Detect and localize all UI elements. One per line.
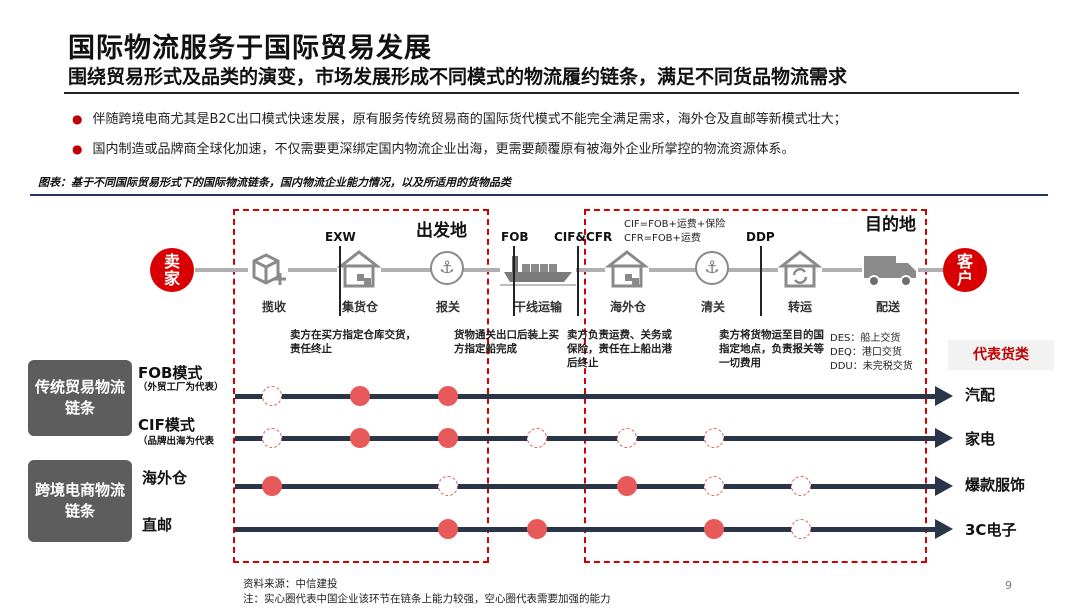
bullet-2: ●国内制造或品牌商全球化加速，不仅需要更深绑定国内物流企业出海，更需要颠覆原有被… xyxy=(72,142,795,157)
dot-fob-pickup xyxy=(262,386,282,406)
dot-cif-clearance xyxy=(704,428,724,448)
mode-cif-note: （品牌出海为代表 xyxy=(138,436,215,447)
term-exw: EXW xyxy=(325,230,356,244)
bullet-1: ●伴随跨境电商尤其是B2C出口模式快速发展，原有服务传统贸易商的国际货代模式不能… xyxy=(72,112,847,127)
page-number: 9 xyxy=(1005,579,1012,592)
dot-ow-overseas-warehouse xyxy=(617,476,637,496)
mode-fob-note: （外贸工厂为代表） xyxy=(138,382,224,393)
dot-fob-customs xyxy=(438,386,458,406)
goods-fashion: 爆款服饰 xyxy=(965,476,1026,494)
term-ddp: DDP xyxy=(746,230,775,244)
source-note: 资料来源：中信建投 xyxy=(243,578,338,590)
caption-divider xyxy=(30,194,1048,196)
dot-ow-transfer xyxy=(791,476,811,496)
legend-note: 注：实心圈代表中国企业该环节在链条上能力较强，空心圈代表需要加强的能力 xyxy=(243,593,611,605)
lane-cif xyxy=(235,436,935,441)
transfer-house-icon xyxy=(777,248,823,290)
destination-region xyxy=(584,209,927,563)
ddp-marker xyxy=(760,246,762,316)
page-subtitle: 围绕贸易形式及品类的演变，市场发展形成不同模式的物流履约链条，满足不同货品物流需… xyxy=(68,66,848,88)
lane-cif-arrow-icon xyxy=(935,428,953,448)
step-label-line-haul: 干线运输 xyxy=(513,300,562,314)
mode-direct-mail: 直邮 xyxy=(142,516,173,534)
dot-dm-transfer xyxy=(791,519,811,539)
lane-direct-mail-arrow-icon xyxy=(935,519,953,539)
category-cross-border: 跨境电商物流链条 xyxy=(28,460,132,542)
origin-region xyxy=(233,209,489,563)
goods-electronics: 3C电子 xyxy=(965,521,1017,539)
step-label-delivery: 配送 xyxy=(875,300,900,314)
dot-fob-consolidation xyxy=(350,386,370,406)
overseas-warehouse-icon xyxy=(604,248,650,290)
exw-marker xyxy=(339,246,341,316)
dot-ow-clearance xyxy=(704,476,724,496)
step-label-overseas-warehouse: 海外仓 xyxy=(609,300,646,314)
exw-description: 卖方在买方指定仓库交货，责任终止 xyxy=(290,329,416,355)
goods-auto-parts: 汽配 xyxy=(965,386,996,404)
incoterm-des: DES：船上交货 xyxy=(830,333,901,344)
dot-cif-customs xyxy=(438,428,458,448)
lane-overseas-warehouse-arrow-icon xyxy=(935,476,953,496)
goods-appliances: 家电 xyxy=(965,430,996,448)
cif-description: 卖方负责运费、关务或保险，责任在上船出港后终止 xyxy=(567,329,672,369)
term-cif-cfr: CIF&CFR xyxy=(554,230,613,244)
ddp-description: 卖方将货物运至目的国指定地点，负责报关等一切费用 xyxy=(719,329,824,369)
incoterm-ddu: DDU：未完税交货 xyxy=(830,361,913,372)
anchor-icon: ⚓ xyxy=(430,251,464,285)
fob-description: 货物通关出口后装上买方指定船完成 xyxy=(454,329,559,355)
title-divider xyxy=(64,92,1019,94)
incoterm-deq: DEQ：港口交货 xyxy=(830,347,902,358)
dot-dm-line-haul xyxy=(527,519,547,539)
dot-dm-clearance xyxy=(704,519,724,539)
step-label-consolidation: 集货仓 xyxy=(341,300,378,314)
warehouse-icon xyxy=(336,248,382,290)
mode-fob: FOB模式 xyxy=(138,364,203,382)
lane-fob-arrow-icon xyxy=(935,386,953,406)
dot-cif-pickup xyxy=(262,428,282,448)
lane-fob xyxy=(235,394,935,399)
dot-cif-consolidation xyxy=(350,428,370,448)
bullet-dot-icon: ● xyxy=(72,112,83,126)
category-traditional: 传统贸易物流链条 xyxy=(28,360,132,436)
figure-caption: 图表：基于不同国际贸易形式下的国际物流链条，国内物流企业能力情况，以及所适用的货… xyxy=(38,176,511,189)
step-label-transfer: 转运 xyxy=(787,300,812,314)
seller-badge: 卖家 xyxy=(150,248,194,292)
customer-badge: 客户 xyxy=(943,248,987,292)
goods-header: 代表货类 xyxy=(948,340,1054,370)
lane-direct-mail xyxy=(235,527,935,532)
destination-region-title: 目的地 xyxy=(865,215,916,235)
dot-cif-overseas-warehouse xyxy=(617,428,637,448)
cif-marker xyxy=(577,246,579,316)
truck-icon xyxy=(862,252,918,288)
dot-ow-pickup xyxy=(262,476,282,496)
cif-definition: CIF=FOB+运费+保险 xyxy=(624,219,726,230)
step-label-clearance: 清关 xyxy=(700,300,725,314)
lane-overseas-warehouse xyxy=(235,484,935,489)
dot-dm-customs xyxy=(438,519,458,539)
cfr-definition: CFR=FOB+运费 xyxy=(624,233,701,244)
step-label-export-customs: 报关 xyxy=(435,300,460,314)
ship-icon xyxy=(500,252,576,288)
origin-region-title: 出发地 xyxy=(416,221,467,241)
mode-cif: CIF模式 xyxy=(138,416,195,434)
step-label-pickup: 揽收 xyxy=(261,300,286,314)
fob-marker xyxy=(513,246,515,316)
box-plus-icon xyxy=(248,249,288,289)
dot-cif-line-haul xyxy=(527,428,547,448)
customs-anchor-icon: ⚓ xyxy=(695,251,729,285)
page-title: 国际物流服务于国际贸易发展 xyxy=(68,33,432,64)
dot-ow-customs xyxy=(438,476,458,496)
bullet-dot-icon: ● xyxy=(72,142,83,156)
mode-overseas-warehouse: 海外仓 xyxy=(142,469,188,487)
term-fob: FOB xyxy=(501,230,529,244)
